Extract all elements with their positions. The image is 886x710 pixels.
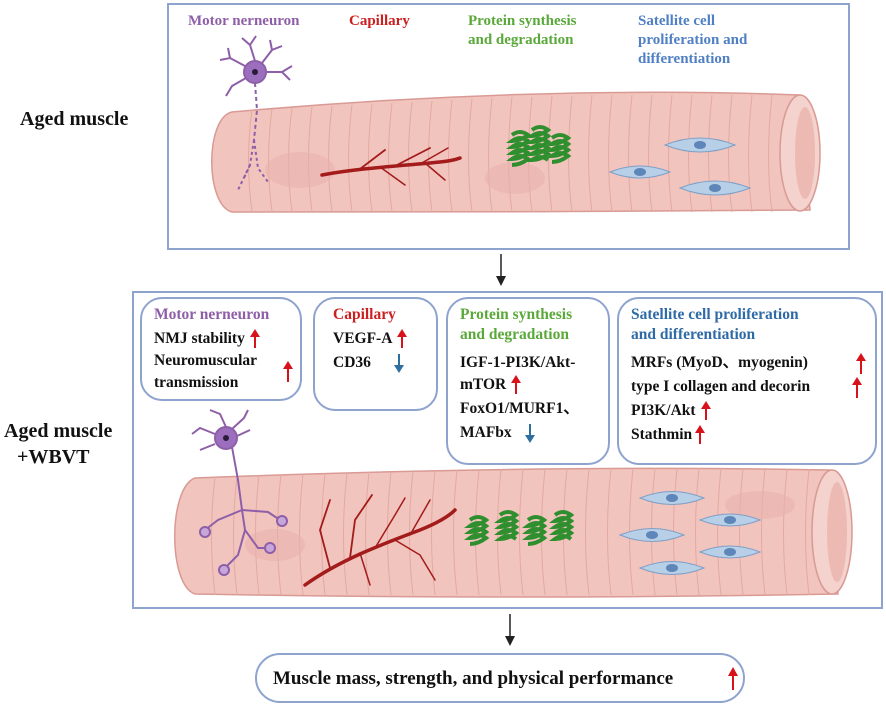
mrfs-line: MRFs (MyoD、myogenin): [631, 353, 808, 372]
motor-neuron-title: Motor nerneuron: [154, 306, 270, 323]
igf-line: IGF-1-PI3K/Akt-: [460, 353, 575, 372]
down-arrow-icon: [393, 354, 404, 374]
aged-muscle-wbvt-label-l1: Aged muscle: [4, 420, 113, 442]
motor-neuron-icon: [219, 35, 293, 191]
protein-title-l2: and degradation: [460, 326, 569, 343]
header-capillary: Capillary: [349, 13, 410, 29]
capillary-network-icon: [303, 494, 457, 587]
protein-box: Protein synthesis and degradation IGF-1-…: [446, 297, 610, 465]
igf-text: IGF-1-PI3K/Akt-: [460, 354, 576, 371]
nmj-stability-line: NMJ stability: [154, 329, 261, 349]
cd36-text: CD36: [333, 354, 371, 371]
motor-neuron-healthy-icon: [191, 409, 288, 576]
satellite-cells-icon: [618, 491, 762, 575]
vegf-a-line: VEGF-A: [333, 329, 408, 349]
header-motor-neuron: Motor nerneuron: [188, 13, 300, 29]
aged-muscle-wbvt-illustration: [174, 409, 853, 598]
capillary-box: Capillary VEGF-A CD36: [313, 297, 438, 411]
header-satellite-l1: Satellite cell: [638, 13, 716, 29]
up-arrow-icon: [856, 353, 866, 374]
transmission-text: transmission: [154, 374, 239, 391]
outcome-box: Muscle mass, strength, and physical perf…: [255, 653, 745, 703]
up-arrow-icon: [283, 361, 293, 382]
satellite-box: Satellite cell proliferation and differe…: [617, 297, 877, 465]
mrfs-text: MRFs (MyoD、myogenin): [631, 354, 808, 371]
stathmin-line: Stathmin: [631, 425, 706, 445]
up-arrow-icon: [700, 401, 711, 421]
mtor-line: mTOR: [460, 375, 522, 395]
stathmin-text: Stathmin: [631, 426, 693, 443]
cd36-line: CD36: [333, 353, 405, 374]
protein-helices-icon: [463, 510, 575, 546]
neuromuscular-text: Neuromuscular: [154, 352, 258, 369]
down-arrow-connector-2: [505, 614, 515, 646]
foxo1-line: FoxO1/MURF1、: [460, 399, 579, 418]
protein-helix-icon: [505, 125, 572, 167]
aged-muscle-illustration: [211, 35, 821, 213]
capillary-title: Capillary: [333, 306, 396, 323]
up-arrow-icon: [397, 329, 408, 349]
mafbx-text: MAFbx: [460, 424, 512, 441]
aged-muscle-wbvt-label-l2: +WBVT: [17, 446, 90, 468]
up-arrow-icon: [695, 425, 706, 445]
nmj-stability-text: NMJ stability: [154, 330, 245, 347]
motor-neuron-box: Motor nerneuron NMJ stability Neuromuscu…: [140, 297, 302, 401]
mtor-text: mTOR: [460, 376, 507, 393]
vegf-a-text: VEGF-A: [333, 330, 393, 347]
pi3k-akt-line: PI3K/Akt: [631, 401, 712, 421]
up-arrow-icon: [728, 667, 738, 690]
satellite-title-l2: and differentiation: [631, 326, 756, 343]
collagen-text: type I collagen and decorin: [631, 378, 811, 395]
header-protein-l2: and degradation: [468, 32, 574, 48]
capillary-icon: [320, 147, 462, 186]
down-arrow-icon: [524, 424, 535, 444]
satellite-cell-icons: [608, 137, 752, 196]
collagen-line: type I collagen and decorin: [631, 377, 810, 396]
satellite-title-l1: Satellite cell proliferation: [631, 306, 799, 323]
header-satellite-l3: differentiation: [638, 51, 731, 67]
header-satellite-l2: proliferation and: [638, 32, 748, 48]
aged-muscle-label: Aged muscle: [20, 108, 129, 130]
foxo1-text: FoxO1/MURF1、: [460, 400, 579, 417]
up-arrow-icon: [249, 329, 260, 349]
up-arrow-icon: [511, 375, 522, 395]
pi3k-akt-text: PI3K/Akt: [631, 402, 696, 419]
mafbx-line: MAFbx: [460, 423, 536, 444]
outcome-text: Muscle mass, strength, and physical perf…: [273, 668, 674, 689]
neuromuscular-line: Neuromuscular: [154, 351, 257, 370]
protein-title-l1: Protein synthesis: [460, 306, 573, 323]
up-arrow-icon: [852, 377, 862, 398]
header-protein-l1: Protein synthesis: [468, 13, 577, 29]
down-arrow-connector-1: [496, 254, 506, 286]
transmission-line: transmission: [154, 373, 238, 392]
